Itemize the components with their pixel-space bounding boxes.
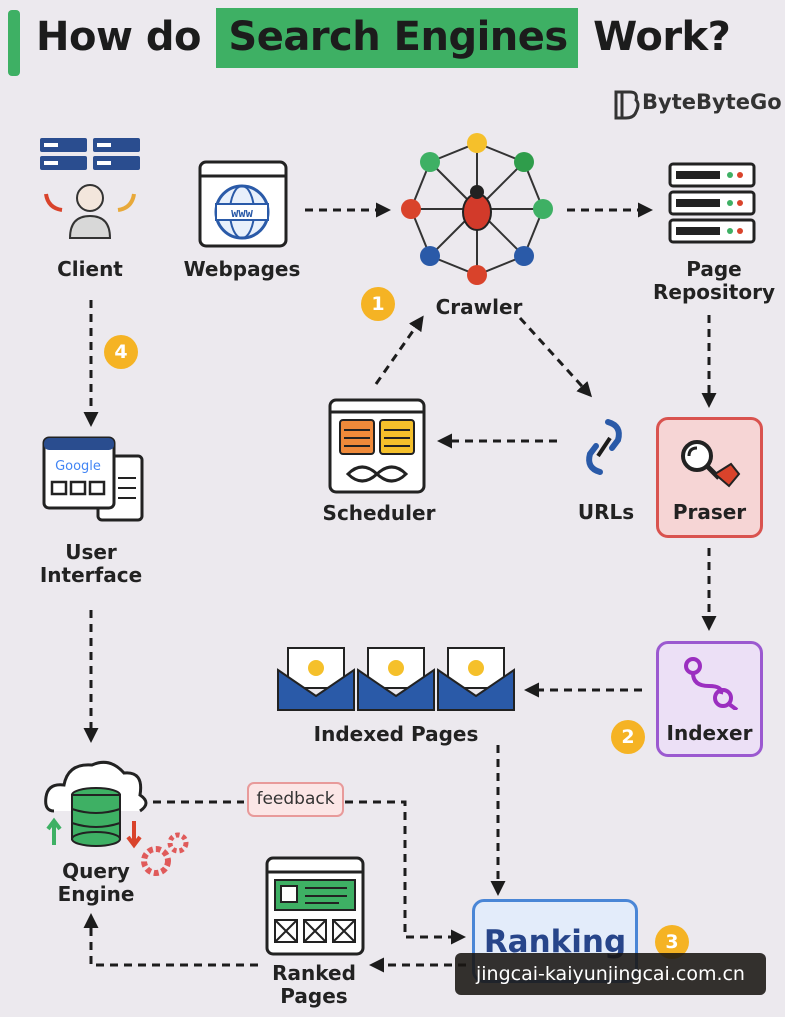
watermark-banner: jingcai-kaiyunjingcai.com.cn [455, 953, 766, 995]
user-interface-browser-icon: Google [42, 436, 144, 522]
envelope-1 [277, 647, 355, 711]
www-text: www [231, 206, 253, 220]
scheduler-label: Scheduler [322, 501, 436, 525]
page-repository-server-icon [668, 162, 756, 244]
indexed-pages-label: Indexed Pages [313, 722, 479, 746]
ranked-pages-label: Ranked Pages [272, 961, 356, 1008]
indexer-label: Indexer [666, 721, 753, 745]
urls-label: URLs [577, 500, 635, 524]
urls-chain-link-icon [586, 419, 622, 475]
parser-label: Praser [672, 500, 747, 524]
page-title: How do Search Engines Work? [36, 8, 731, 68]
user-interface-label: User Interface [39, 540, 143, 587]
title-suffix: Work? [593, 14, 731, 60]
client-icon [40, 138, 140, 239]
step-4-badge: 4 [104, 335, 138, 369]
envelope-3 [437, 647, 515, 711]
parser-box [656, 417, 763, 538]
feedback-tag: feedback [247, 782, 344, 817]
arrow-feedback-ranking [345, 800, 466, 945]
arrow-scheduler-crawler [374, 315, 424, 385]
title-accent-bar [8, 10, 20, 76]
step-2-badge: 2 [611, 720, 645, 754]
title-highlight: Search Engines [216, 8, 578, 68]
query-engine-database-icon [44, 760, 189, 876]
indexed-pages-envelopes-icon [277, 647, 515, 711]
arrow-ranked-query [83, 913, 258, 967]
ranked-pages-icon [265, 856, 365, 956]
indexer-route-icon [684, 657, 739, 710]
indexer-box [656, 641, 763, 757]
scheduler-icon [328, 398, 426, 494]
envelope-2 [357, 647, 435, 711]
webpages-icon: www [198, 160, 288, 248]
page-repository-label: Page Repository [653, 257, 775, 304]
arrow-crawler-urls [518, 316, 593, 398]
crawler-label: Crawler [435, 295, 523, 319]
step-1-badge: 1 [361, 287, 395, 321]
parser-magnifier-icon [681, 440, 741, 488]
google-text: Google [55, 459, 101, 474]
client-label: Client [57, 257, 123, 281]
crawler-spider-icon [401, 133, 553, 285]
title-prefix: How do [36, 14, 201, 60]
brand-name: ByteByteGo [642, 90, 782, 114]
query-engine-label: Query Engine [57, 859, 135, 906]
bytebytego-logo-icon [614, 90, 640, 120]
webpages-label: Webpages [183, 257, 301, 281]
